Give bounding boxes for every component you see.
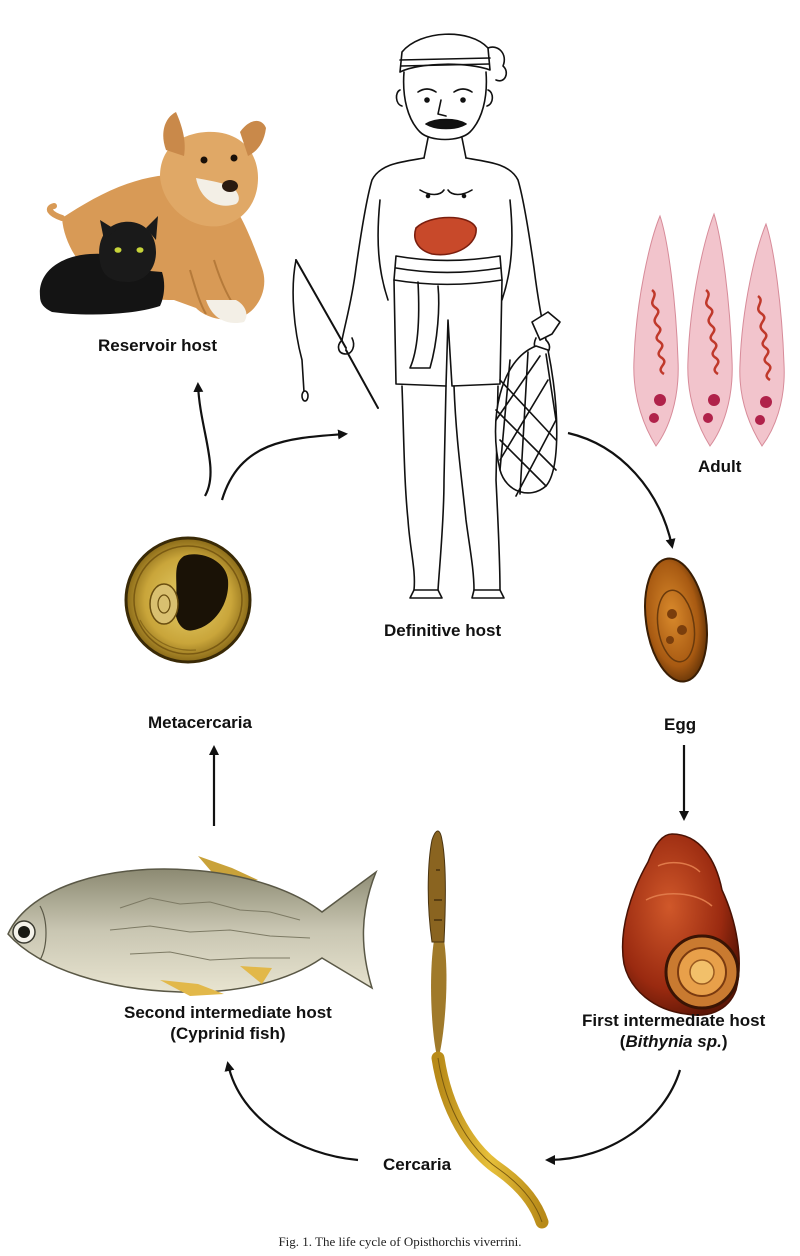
- arrow-cercaria-to-fish: [224, 1061, 359, 1162]
- adult-fluke-icon: [633, 212, 785, 447]
- reservoir-host-label: Reservoir host: [98, 336, 218, 355]
- first-intermediate-host-genus: Bithynia sp.: [625, 1032, 722, 1051]
- arrow-metacercaria-to-definitive: [220, 429, 348, 501]
- arrow-metacercaria-to-reservoir: [193, 382, 212, 497]
- arrow-definitive-to-egg: [567, 431, 676, 549]
- first-intermediate-host-label: First intermediate host (Bithynia sp.): [582, 1010, 765, 1052]
- fish-icon: [7, 856, 378, 996]
- cercaria-icon: [427, 830, 549, 1229]
- second-intermediate-host-title: Second intermediate host: [124, 1003, 332, 1022]
- cycle-arrows: [193, 382, 689, 1165]
- second-intermediate-host-label: Second intermediate host (Cyprinid fish): [124, 1002, 332, 1044]
- human-figure-icon: [292, 33, 561, 599]
- egg-icon: [644, 557, 708, 683]
- arrow-snail-to-cercaria: [545, 1069, 682, 1165]
- metacercaria-cyst-icon: [124, 536, 252, 664]
- adult-label: Adult: [698, 457, 742, 476]
- definitive-host-label: Definitive host: [384, 621, 502, 640]
- egg-label: Egg: [664, 715, 697, 734]
- cercaria-label: Cercaria: [383, 1155, 452, 1174]
- second-intermediate-host-species: (Cyprinid fish): [170, 1024, 286, 1043]
- snail-icon: [621, 833, 740, 1016]
- metacercaria-label: Metacercaria: [148, 713, 252, 732]
- figure-caption: Fig. 1. The life cycle of Opisthorchis v…: [278, 1234, 522, 1249]
- first-intermediate-host-title: First intermediate host: [582, 1011, 766, 1030]
- first-intermediate-host-species: (Bithynia sp.): [619, 1032, 728, 1051]
- cat-icon: [39, 216, 165, 315]
